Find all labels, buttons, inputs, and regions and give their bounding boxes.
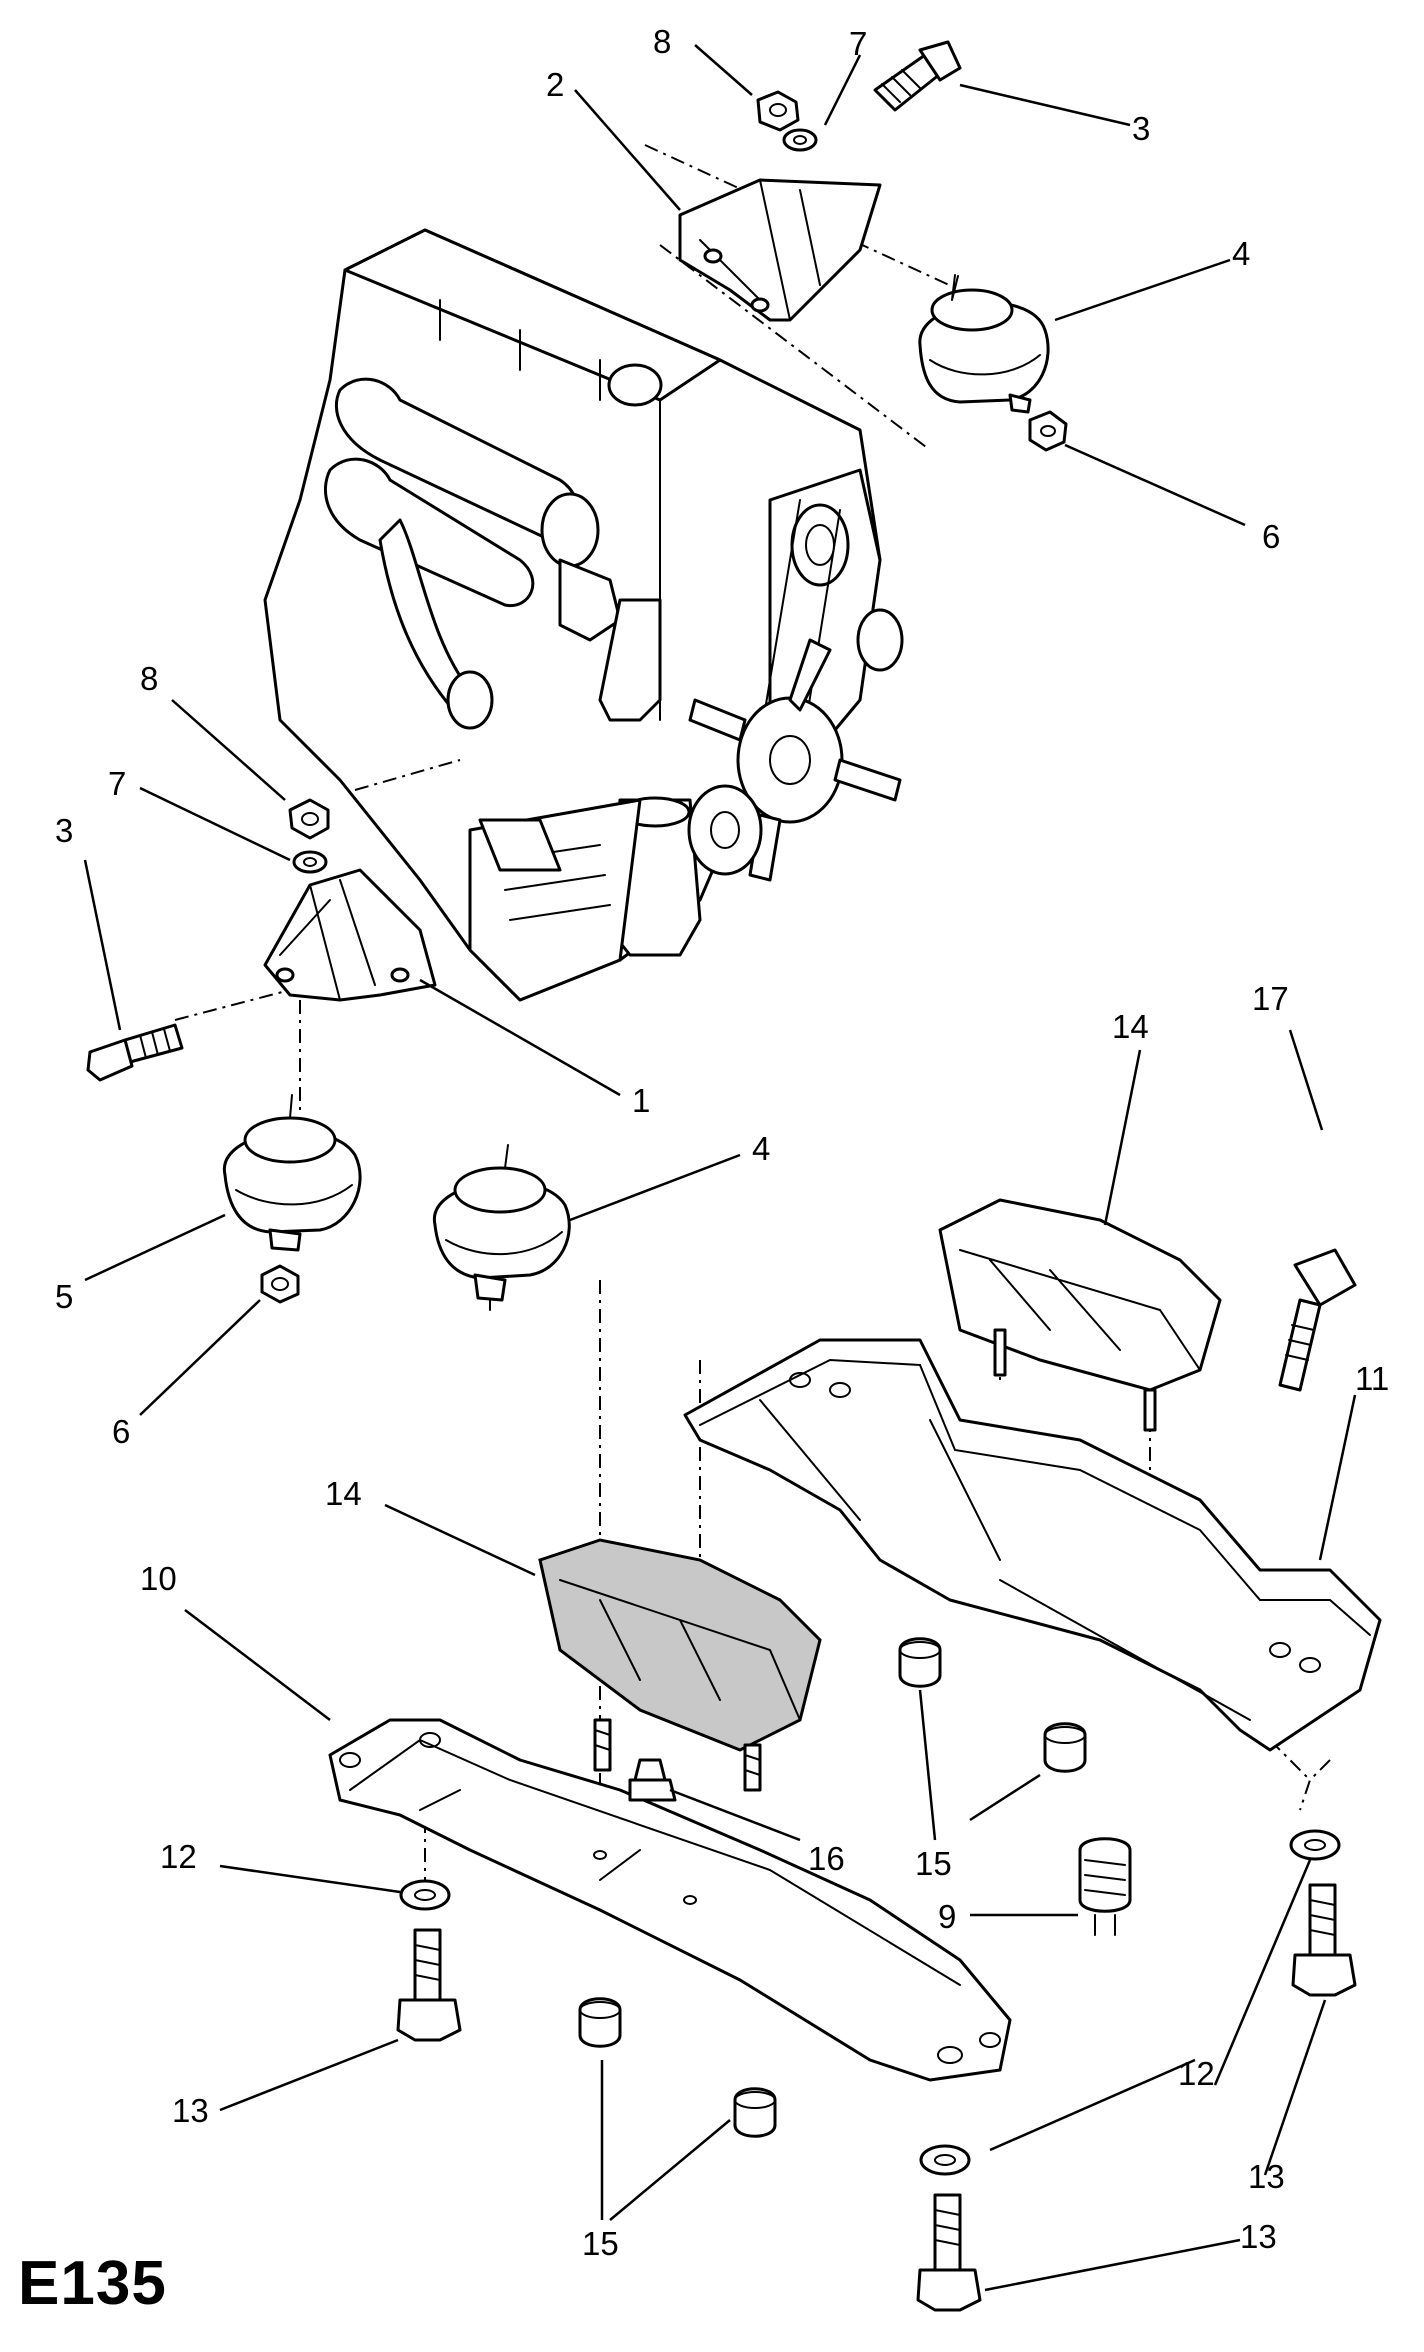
bolt-13-right — [1291, 1883, 1357, 1997]
figure-code: E135 — [18, 2249, 167, 2318]
bracket-left — [263, 868, 437, 1002]
callout-15-lower: 15 — [582, 2225, 619, 2262]
engine-mount-upper — [918, 274, 1050, 414]
callout-4-center: 4 — [752, 1130, 770, 1167]
callout-labels: 2 8 7 3 4 6 8 7 3 1 4 5 6 14 17 11 14 10… — [55, 23, 1389, 2262]
callout-9: 9 — [938, 1898, 956, 1935]
washer-left — [292, 850, 328, 874]
callout-12-bottom: 12 — [1178, 2055, 1215, 2092]
callout-3-left: 3 — [55, 812, 73, 849]
bolt-13-bottom — [916, 2193, 982, 2312]
callout-8-left: 8 — [140, 660, 158, 697]
nut-spacer-11 — [898, 1637, 1087, 1773]
callout-5: 5 — [55, 1278, 73, 1315]
nut-upper-right — [1028, 410, 1068, 452]
leader-lines — [83, 44, 1357, 2292]
callout-7-left: 7 — [108, 765, 126, 802]
callout-4-top: 4 — [1232, 235, 1250, 272]
rubber-mount-upper — [938, 1198, 1222, 1432]
nut-lower-left — [260, 1264, 300, 1304]
nut-left — [288, 798, 330, 840]
callout-1: 1 — [632, 1082, 650, 1119]
clip-9 — [1078, 1837, 1132, 1936]
callout-11: 11 — [1355, 1360, 1389, 1397]
bolt-upper — [873, 40, 962, 112]
washer-12-left — [399, 1879, 451, 1911]
engine-mount-center — [433, 1144, 571, 1311]
callout-17: 17 — [1252, 980, 1289, 1017]
callout-16: 16 — [808, 1840, 845, 1877]
callout-13-left: 13 — [172, 2092, 209, 2129]
callout-13-bottom: 13 — [1240, 2218, 1277, 2255]
bracket-right-upper — [678, 178, 882, 322]
washer-upper — [782, 128, 818, 152]
callout-14-upper: 14 — [1112, 1008, 1149, 1045]
crossmember-lower — [328, 1718, 1012, 2082]
bolt-right — [1278, 1248, 1357, 1392]
callout-6-left: 6 — [112, 1413, 130, 1450]
bolt-left — [86, 1023, 184, 1082]
callout-3-top: 3 — [1132, 110, 1150, 147]
washer-12-right — [1289, 1829, 1341, 1861]
callout-10: 10 — [140, 1560, 177, 1597]
callout-6-top: 6 — [1262, 518, 1280, 555]
bolt-13-left — [396, 1928, 462, 2042]
callout-8-top: 8 — [653, 23, 671, 60]
callout-13-right: 13 — [1248, 2158, 1285, 2195]
callout-14-lower: 14 — [325, 1475, 362, 1512]
callout-15-upper: 15 — [915, 1845, 952, 1882]
callout-7-top: 7 — [849, 25, 867, 62]
washer-12-bottom — [919, 2144, 971, 2176]
crossmember-upper — [683, 1338, 1382, 1752]
spacer-15-lower — [578, 1997, 777, 2138]
engine-block — [263, 228, 904, 1002]
nut-upper — [756, 90, 800, 132]
callout-2: 2 — [546, 66, 564, 103]
rubber-mount-lower — [538, 1538, 822, 1792]
engine-mount-left — [223, 1094, 362, 1252]
stud-16 — [628, 1758, 677, 1802]
callout-12-left: 12 — [160, 1838, 197, 1875]
